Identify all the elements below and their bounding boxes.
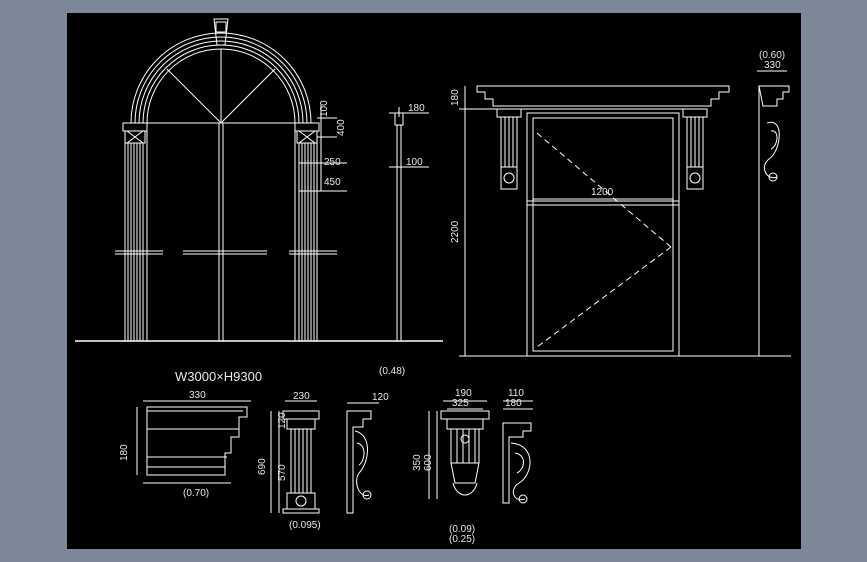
arch-elevation [115, 18, 347, 341]
door-elevation [459, 85, 730, 357]
pilaster-dim-690: 690 [257, 458, 268, 475]
pilaster-detail [270, 400, 320, 514]
door-dim-1200: 1200 [591, 187, 614, 198]
bracket-profile-top [757, 70, 790, 356]
door-dim-180: 180 [450, 89, 461, 106]
cornice-section [136, 400, 251, 484]
pilaster-dim-120: 120 [277, 412, 288, 429]
console-side-110: 110 [508, 388, 524, 399]
console-scale-009: (0.09) [449, 524, 476, 535]
side-dim-180: 180 [408, 103, 425, 114]
pilaster-side-width: 120 [372, 392, 389, 403]
arch-dim-400: 400 [336, 119, 347, 136]
pilaster-width: 230 [293, 391, 310, 402]
scale-048: (0.48) [379, 366, 406, 377]
pilaster-dim-570: 570 [277, 464, 288, 481]
pilaster-side-profile [346, 402, 379, 514]
drawing-sheet: 100 400 250 450 180 100 180 2200 1200 (0… [67, 13, 801, 549]
console-scale-025: (0.25) [449, 534, 476, 545]
console-height-350: 350 [412, 454, 423, 471]
cornice-scale: (0.70) [183, 488, 210, 499]
console-width-325: 325 [452, 398, 469, 409]
cornice-width: 330 [189, 390, 206, 401]
console-width-190: 190 [455, 388, 472, 399]
console-height-600: 600 [423, 454, 434, 471]
console-side-180: 180 [505, 398, 522, 409]
side-dim-100: 100 [406, 157, 423, 168]
console-front [428, 400, 490, 499]
drawing-title: W3000×H9300 [175, 369, 263, 384]
arch-dim-250: 250 [324, 157, 341, 168]
arch-dim-450: 450 [324, 177, 341, 188]
cornice-height: 180 [119, 444, 130, 461]
door-dim-2200: 2200 [450, 220, 461, 243]
pilaster-scale: (0.095) [289, 520, 321, 531]
bracket-top-scale: (0.60) [759, 50, 786, 61]
bracket-top-width: 330 [764, 60, 781, 71]
console-side [502, 400, 533, 504]
cad-linework [75, 18, 791, 514]
side-section-post [389, 107, 429, 341]
arch-dim-100: 100 [319, 100, 330, 117]
